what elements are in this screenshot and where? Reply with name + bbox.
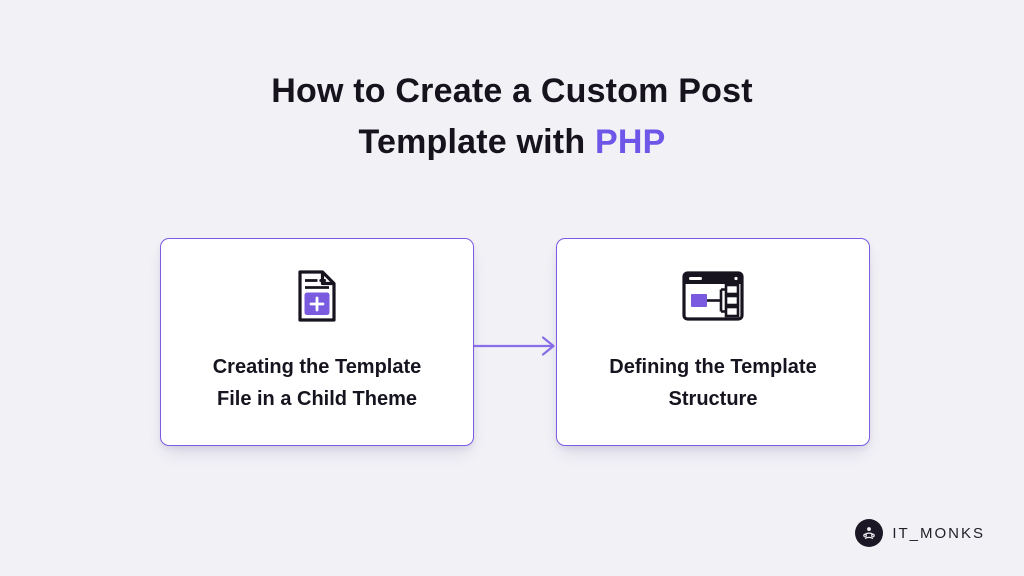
step-label-line-1: Creating the Template	[212, 356, 422, 378]
meditating-monk-icon	[855, 519, 884, 547]
php-highlight: PHP	[594, 123, 666, 161]
step-label: Creating the Template File in a Child Th…	[213, 351, 422, 415]
arrow-right-connector	[474, 336, 555, 356]
step-card-create-template-file: Creating the Template File in a Child Th…	[160, 238, 474, 446]
step-card-define-structure: Defining the Template Structure	[556, 238, 870, 446]
brand-name: IT_MONKS	[892, 524, 985, 542]
step-label-line-1: Defining the Template	[609, 356, 817, 378]
step-label-line-2: Structure	[668, 388, 758, 410]
browser-sitemap-icon	[682, 267, 744, 325]
brand-logo: IT_MONKS	[855, 519, 985, 547]
page-title: How to Create a Custom Post Template wit…	[0, 66, 1024, 168]
step-label-line-2: File in a Child Theme	[216, 388, 418, 410]
document-plus-icon	[293, 267, 341, 325]
step-label: Defining the Template Structure	[609, 351, 816, 415]
title-line-2: Template with PHP	[358, 123, 666, 161]
title-line-1: How to Create a Custom Post	[271, 72, 753, 110]
